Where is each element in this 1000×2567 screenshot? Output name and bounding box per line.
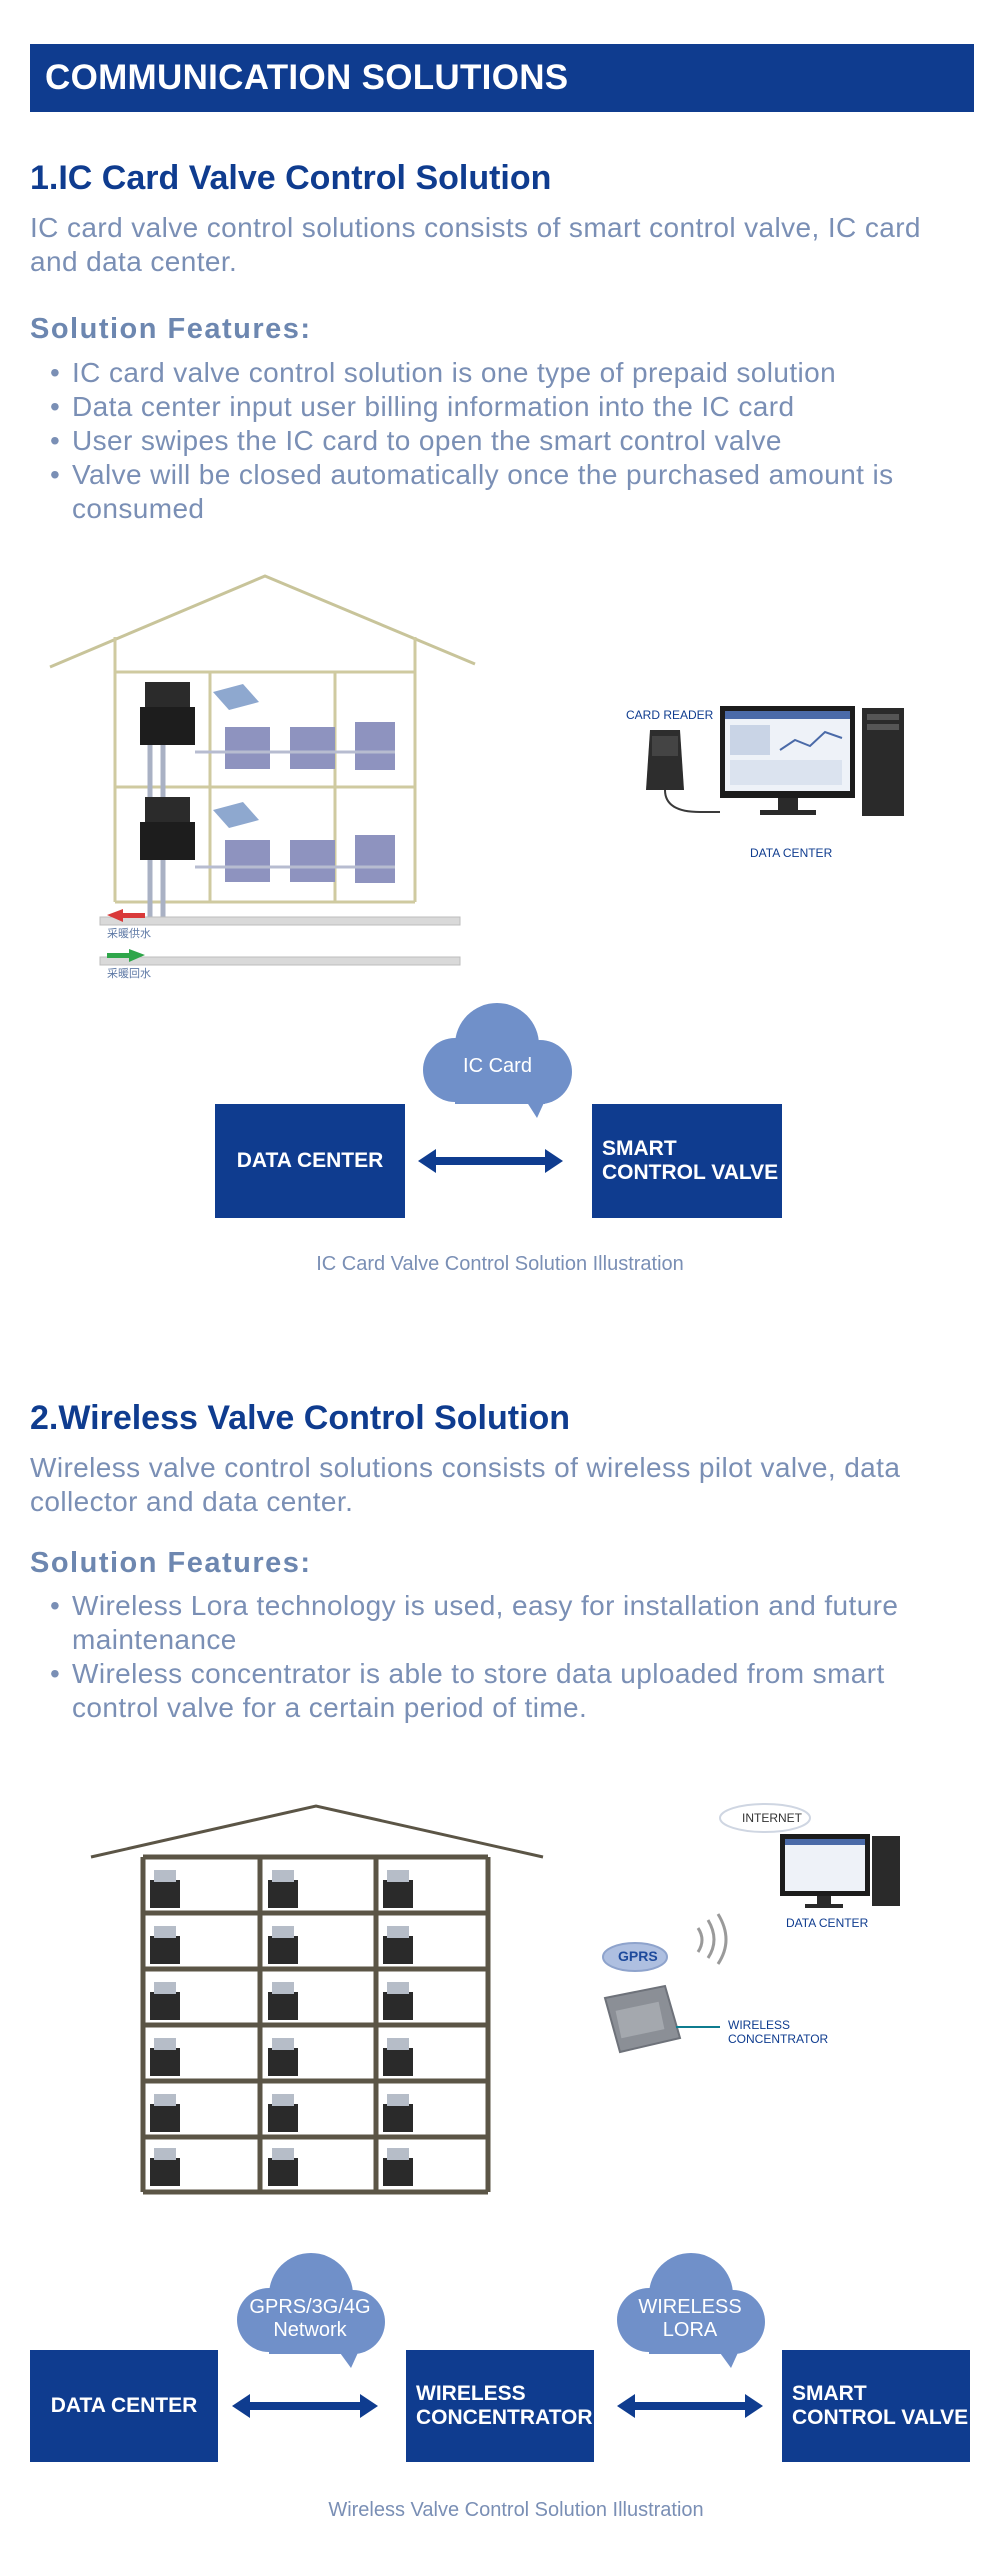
feature-item: Valve will be closed automatically once … — [50, 458, 970, 526]
feature-item: Wireless concentrator is able to store d… — [50, 1657, 970, 1725]
card-reader-label: CARD READER — [626, 708, 714, 722]
section1-features-title: Solution Features: — [30, 313, 312, 345]
double-arrow-icon — [418, 1147, 563, 1175]
header-banner: COMMUNICATION SOLUTIONS — [30, 44, 974, 112]
data-center-illustration: CARD READER DATA CENTER — [620, 700, 920, 870]
data-center-box: DATA CENTER — [215, 1104, 405, 1218]
data-center-label: DATA CENTER — [786, 1916, 869, 1930]
internet-label: INTERNET — [742, 1811, 802, 1825]
gprs-network-cloud-label: GPRS/3G/4G Network — [249, 2296, 371, 2341]
section1-caption: IC Card Valve Control Solution Illustrat… — [316, 1253, 684, 1275]
section1-features-list: IC card valve control solution is one ty… — [50, 356, 970, 526]
section2-intro: Wireless valve control solutions consist… — [30, 1452, 901, 1517]
apartment-valves-illustration — [88, 1800, 548, 2200]
section2-heading: 2.Wireless Valve Control Solution — [30, 1399, 571, 1437]
feature-item: User swipes the IC card to open the smar… — [50, 424, 970, 458]
pipe-supply-label: 采暖供水 — [107, 928, 151, 940]
double-arrow-icon — [617, 2393, 763, 2419]
wireless-concentrator-box: WIRELESS CONCENTRATOR — [406, 2350, 594, 2462]
pipe-return-label: 采暖回水 — [107, 968, 151, 980]
section1-heading: 1.IC Card Valve Control Solution — [30, 159, 552, 197]
wireless-lora-cloud: WIRELESS LORA — [605, 2250, 775, 2370]
feature-item: IC card valve control solution is one ty… — [50, 356, 970, 390]
house-heating-illustration: 采暖供水 采暖回水 — [45, 572, 490, 987]
smart-control-valve-box: SMART CONTROL VALVE — [592, 1104, 782, 1218]
gprs-label: GPRS — [618, 1948, 658, 1964]
feature-item: Data center input user billing informati… — [50, 390, 970, 424]
banner-title: COMMUNICATION SOLUTIONS — [45, 58, 569, 97]
data-center-label: DATA CENTER — [750, 846, 833, 860]
wireless-lora-cloud-label: WIRELESS LORA — [638, 2296, 742, 2341]
network-illustration: INTERNET DATA CENTER GPRS WIRELESS CONCE… — [580, 1790, 910, 2090]
data-center-box: DATA CENTER — [30, 2350, 218, 2462]
gprs-network-cloud: GPRS/3G/4G Network — [225, 2250, 395, 2370]
double-arrow-icon — [232, 2393, 378, 2419]
feature-item: Wireless Lora technology is used, easy f… — [50, 1589, 970, 1657]
section2-features-title: Solution Features: — [30, 1547, 312, 1579]
concentrator-label: WIRELESS CONCENTRATOR — [728, 2018, 829, 2046]
ic-card-cloud: IC Card — [415, 1000, 580, 1120]
smart-control-valve-box: SMART CONTROL VALVE — [782, 2350, 970, 2462]
section1-intro: IC card valve control solutions consists… — [30, 212, 921, 277]
ic-card-cloud-label: IC Card — [463, 1055, 532, 1077]
section2-caption: Wireless Valve Control Solution Illustra… — [328, 2499, 704, 2521]
section2-features-list: Wireless Lora technology is used, easy f… — [50, 1589, 970, 1725]
